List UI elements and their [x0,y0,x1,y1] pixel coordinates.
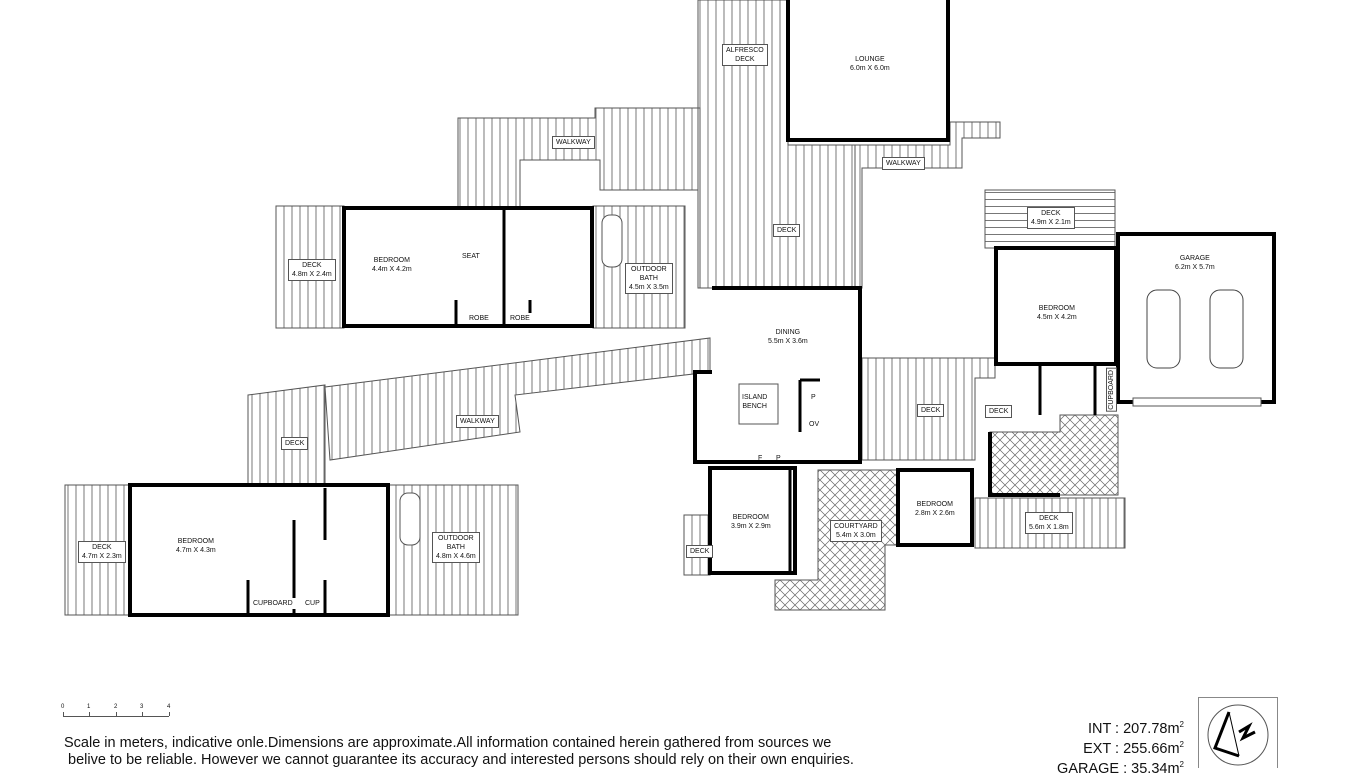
cars [1146,289,1244,369]
garage-door [1132,397,1262,407]
scale-tick-2: 2 [114,704,118,710]
label-robe-2: ROBE [507,313,533,324]
compass-box [1198,697,1278,768]
north-arrow-icon [1207,704,1269,766]
label-seat: SEAT [459,251,483,262]
label-cupboard-lower: CUPBOARD [250,598,296,609]
area-garage: GARAGE : 35.34m [1057,761,1180,777]
label-cupboard-right: CUPBOARD [1106,368,1117,412]
scale-tick-1: 1 [87,704,91,710]
label-deck-right-1: DECK [917,404,945,417]
label-alfresco-deck: ALFRESCO DECK [722,44,768,66]
label-deck-small-center: DECK [686,545,714,558]
label-walkway-right: WALKWAY [882,157,925,170]
disclaimer: Scale in meters, indicative onle.Dimensi… [64,735,854,768]
bathtubs [399,214,623,546]
scale-tick-4: 4 [167,704,171,710]
scale-bar: 0 1 2 3 4 [60,704,180,718]
scale-tick-3: 3 [140,704,144,710]
label-pantry-2: P [776,455,781,462]
island-bench [738,383,779,425]
label-island-bench: ISLAND BENCH [742,394,768,410]
area-ext: EXT : 255.66m [1083,741,1180,757]
label-walkway-top: WALKWAY [552,136,595,149]
scale-line [63,716,169,717]
label-walkway-mid: WALKWAY [456,415,499,428]
area-int: INT : 207.78m [1087,721,1180,737]
label-deck-right-2: DECK [985,405,1013,418]
label-pantry-1: P [811,394,816,401]
label-robe-1: ROBE [466,313,492,324]
walkway-slanted [324,337,711,461]
label-deck-center: DECK [773,224,801,237]
label-fridge: F [758,455,763,462]
label-cup: CUP [302,598,323,609]
scale-tick-0: 0 [61,704,65,710]
label-oven: OV [809,421,820,428]
label-deck-lower-left-small: DECK [281,437,309,450]
